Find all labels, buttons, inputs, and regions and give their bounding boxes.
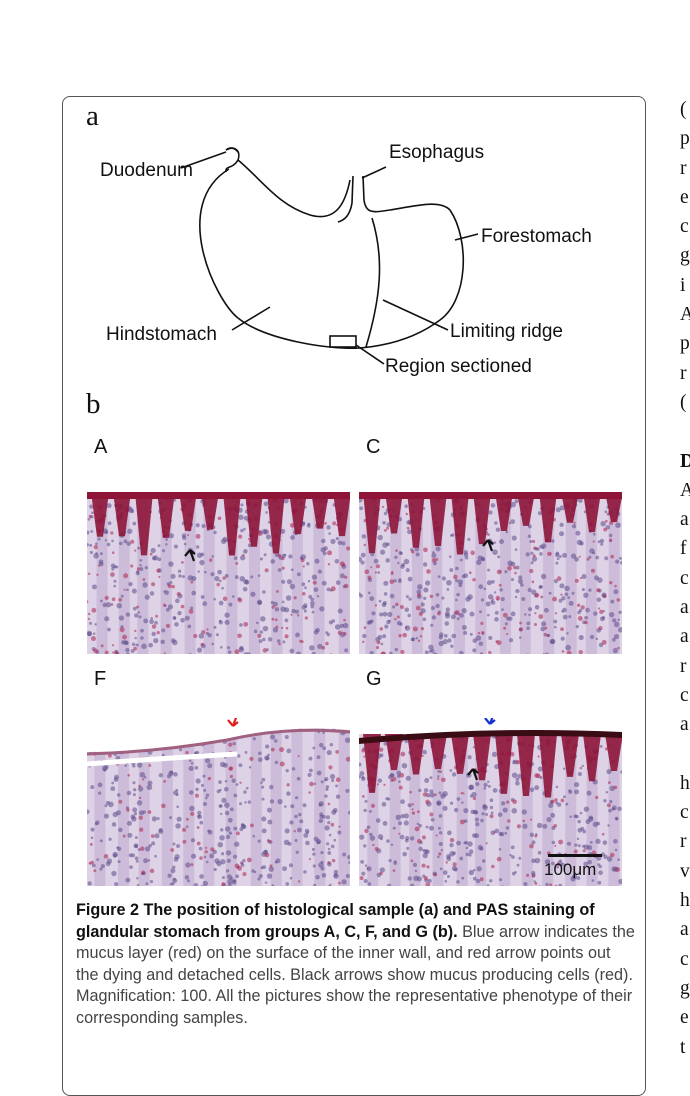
right-column-line: e [680, 183, 690, 212]
micrograph-label-c: C [366, 436, 380, 459]
right-column-line: A [680, 300, 690, 329]
right-column-line: i [680, 271, 690, 300]
region-sectioned-label: Region sectioned [385, 356, 532, 377]
right-column-line [680, 417, 690, 446]
right-column-line: c [680, 212, 690, 241]
micrograph-a [87, 486, 350, 654]
micrograph-f [87, 718, 350, 886]
right-column-line: a [680, 622, 690, 651]
right-column-line: g [680, 974, 690, 1003]
hindstomach-outline [200, 169, 360, 348]
right-column-line: a [680, 710, 690, 739]
right-column-line: ( [680, 388, 690, 417]
right-column-line: p [680, 124, 690, 153]
micrograph-label-g: G [366, 668, 382, 691]
right-column-line: r [680, 154, 690, 183]
right-column-line [680, 740, 690, 769]
right-column-line: c [680, 945, 690, 974]
right-column-line: c [680, 681, 690, 710]
right-column-line: c [680, 564, 690, 593]
scale-bar [548, 854, 602, 857]
hindstomach-label: Hindstomach [106, 324, 217, 345]
panel-b-letter: b [86, 388, 101, 421]
right-column-line: r [680, 652, 690, 681]
duodenum-label: Duodenum [100, 160, 193, 181]
stomach-diagram: Duodenum Esophagus Forestomach Hindstoma… [0, 100, 690, 400]
right-column-line: ( [680, 95, 690, 124]
figure-caption: Figure 2 The position of histological sa… [76, 900, 636, 1029]
right-column-line: g [680, 241, 690, 270]
micrograph-c [359, 486, 622, 654]
limiting-ridge-label: Limiting ridge [450, 321, 563, 342]
right-column-line: r [680, 827, 690, 856]
right-column-line: p [680, 329, 690, 358]
right-column-line: f [680, 534, 690, 563]
right-column-line: a [680, 915, 690, 944]
right-column-line: v [680, 857, 690, 886]
right-column-line: h [680, 886, 690, 915]
region-sectioned-box [330, 336, 356, 347]
limiting-ridge-line [366, 218, 380, 347]
scale-bar-label: 100μm [544, 860, 596, 880]
right-column-line: c [680, 798, 690, 827]
right-column-line: e [680, 1003, 690, 1032]
right-column-line: a [680, 505, 690, 534]
right-column-line: a [680, 593, 690, 622]
esophagus-label: Esophagus [389, 142, 484, 163]
right-column-line: h [680, 769, 690, 798]
right-column-line: D [680, 447, 690, 476]
right-column-line: A [680, 476, 690, 505]
micrograph-label-f: F [94, 668, 106, 691]
forestomach-label: Forestomach [481, 226, 592, 247]
esophagus-outline [338, 176, 353, 222]
micrograph-label-a: A [94, 436, 107, 459]
right-column-line: r [680, 359, 690, 388]
right-column-line: t [680, 1033, 690, 1062]
